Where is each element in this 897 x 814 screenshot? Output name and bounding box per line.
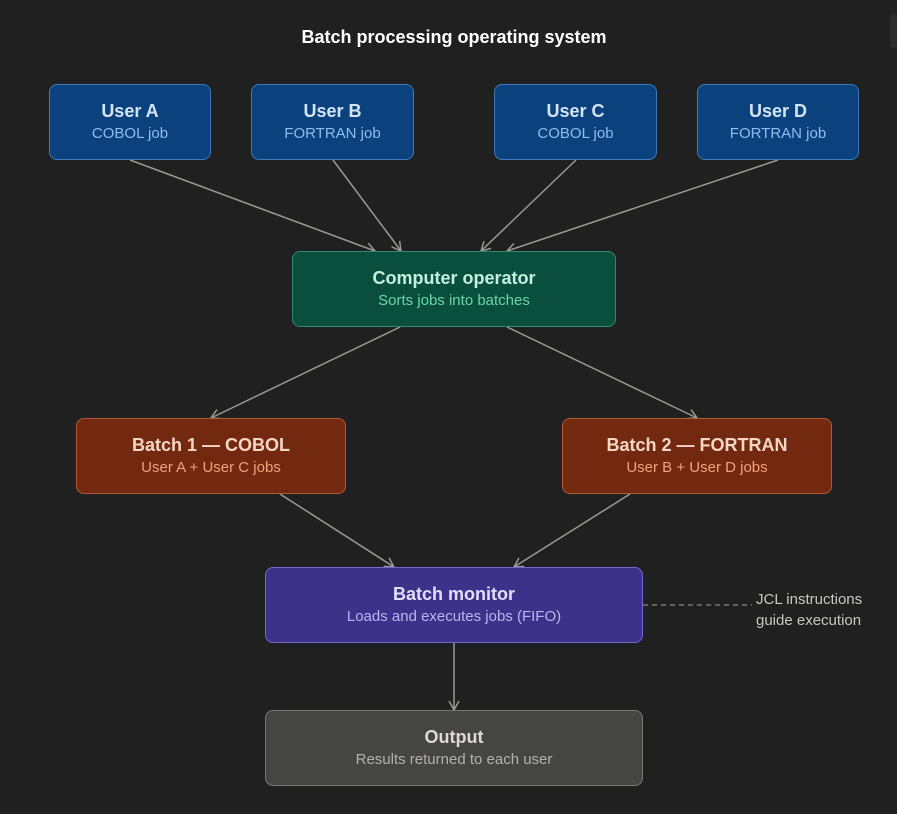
output-subtitle: Results returned to each user [355,751,553,768]
operator-title: Computer operator [372,268,536,288]
user-b-node: User B FORTRAN job [251,84,414,160]
user-d-name: User D [748,101,808,121]
batch-1-node: Batch 1 — COBOL User A + User C jobs [76,418,346,494]
batch-1-title: Batch 1 — COBOL [131,435,291,455]
user-a-node: User A COBOL job [49,84,211,160]
operator-subtitle: Sorts jobs into batches [378,292,530,309]
output-node: Output Results returned to each user [265,710,643,786]
user-c-job: COBOL job [537,125,614,142]
jcl-note: JCL instructions guide execution [756,589,862,631]
batch-2-node: Batch 2 — FORTRAN User B + User D jobs [562,418,832,494]
jcl-note-line-1: JCL instructions [756,591,863,608]
arrow-operator-to-batch-1 [209,326,401,420]
arrow-operator-to-batch-2 [506,326,699,420]
batch-1-subtitle: User A + User C jobs [141,459,281,476]
batch-monitor-node: Batch monitor Loads and executes jobs (F… [265,567,643,643]
user-c-name: User C [546,101,605,121]
arrow-user-b-to-operator [332,159,402,253]
arrow-user-d-to-operator [505,159,779,254]
arrow-user-a-to-operator [129,159,377,254]
user-a-name: User A [101,101,159,121]
user-b-job: FORTRAN job [284,125,381,142]
arrow-batch-2-to-monitor [512,493,631,568]
output-title: Output [424,727,484,747]
jcl-note-line-2: guide execution [756,612,862,629]
computer-operator-node: Computer operator Sorts jobs into batche… [292,251,616,327]
user-a-job: COBOL job [91,125,169,142]
arrow-user-c-to-operator [479,159,577,253]
arrow-batch-1-to-monitor [279,493,396,568]
batch-2-title: Batch 2 — FORTRAN [606,435,788,455]
diagram-title: Batch processing operating system [301,27,607,47]
monitor-subtitle: Loads and executes jobs (FIFO) [346,608,562,625]
batch-2-subtitle: User B + User D jobs [626,459,768,476]
user-d-job: FORTRAN job [729,125,827,142]
scrollbar-thumb[interactable] [890,14,897,48]
user-c-node: User C COBOL job [494,84,657,160]
monitor-title: Batch monitor [392,584,515,604]
user-d-node: User D FORTRAN job [697,84,859,160]
user-b-name: User B [303,101,362,121]
